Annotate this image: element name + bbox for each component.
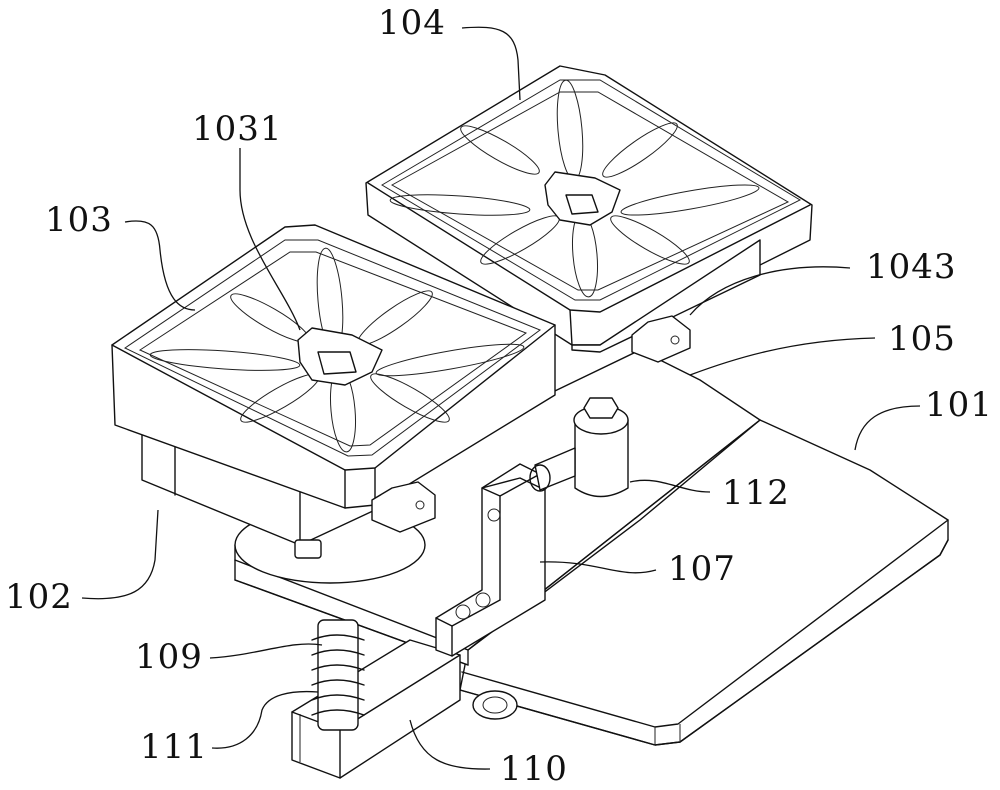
label-109: 109 [135,637,203,677]
clamp-block-1043 [631,315,691,363]
leader-102 [81,509,159,600]
label-101: 101 [925,385,993,425]
cutter-head-104 [365,65,813,353]
label-104: 104 [378,3,446,43]
adjusting-screw-112 [529,397,629,498]
spring-109 [311,619,365,731]
blade-star-1031 [149,247,525,453]
leader-103 [124,220,196,311]
leader-101 [854,405,921,451]
l-bracket-107 [435,463,546,657]
leader-lines [81,26,921,770]
bottom-block-110 [291,639,461,779]
leader-107 [539,561,657,574]
leader-112 [629,479,711,493]
leader-1031 [239,148,301,331]
label-107: 107 [668,549,736,589]
label-110: 110 [500,749,568,789]
leader-104 [461,26,521,101]
label-111: 111 [140,727,208,767]
leader-109 [209,643,323,659]
leader-111 [211,690,319,749]
roller-wheel [472,690,518,720]
label-1043: 1043 [866,247,957,287]
cutter-head-103 [111,224,556,509]
leader-110 [409,719,491,770]
leader-105 [689,337,876,376]
label-112: 112 [722,473,790,513]
label-102: 102 [5,577,73,617]
base-plate-101 [459,419,949,746]
label-103: 103 [45,200,113,240]
label-1031: 1031 [192,109,283,149]
blade-star-1041 [389,79,760,298]
clamp-block-front [371,481,436,533]
leader-1043 [689,266,851,316]
label-105: 105 [888,319,956,359]
